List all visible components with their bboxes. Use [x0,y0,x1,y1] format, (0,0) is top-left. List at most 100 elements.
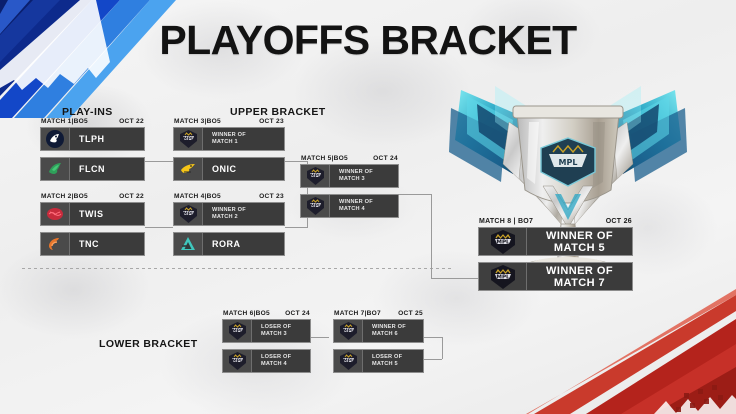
corner-decoration-topleft [0,0,190,120]
match-slot[interactable]: MPL LOSER OF MATCH 5 [333,349,424,373]
page-title: PLAYOFFS BRACKET [159,17,577,63]
mpl-crest-logo: MPL [301,165,330,187]
team-placeholder: WINNER OF MATCH 1 [212,132,246,145]
team-tlph-logo [41,128,70,150]
match-group-match-8: MATCH 8 | BO7 OCT 26 MPL WINNER OF MATCH… [478,218,633,297]
team-flcn-logo [41,158,70,180]
mpl-crest-logo: MPL [223,320,252,342]
mpl-crest-logo: MPL [174,203,203,225]
bracket-divider [22,268,452,269]
connector-final-v [431,194,432,278]
svg-text:MPL: MPL [232,328,243,334]
match-slot[interactable]: MPL WINNER OF MATCH 6 [333,319,424,343]
connector-m5-out [399,194,431,195]
match-slot[interactable]: TLPH [40,127,145,151]
svg-text:MPL: MPL [496,274,510,280]
team-name: FLCN [79,164,105,174]
connector-m7-v [442,337,443,359]
team-tnc-logo [41,233,70,255]
match-date: OCT 23 [259,193,284,200]
match-date: OCT 23 [259,118,284,125]
team-placeholder: LOSER OF MATCH 5 [372,354,403,367]
connector-m2-out [145,227,173,228]
match-date: OCT 22 [119,118,144,125]
connector-m6-out [311,337,329,338]
mpl-crest-logo: MPL [174,128,203,150]
match-slot[interactable]: RORA [173,232,285,256]
match-slot[interactable]: TWIS [40,202,145,226]
match-group-match-5: MATCH 5|BO5 OCT 24 MPL WINNER OF MATCH 3… [300,155,399,224]
mpl-crest-logo: MPL [479,263,527,290]
team-placeholder: WINNER OF MATCH 6 [372,324,406,337]
team-placeholder: WINNER OF MATCH 3 [339,169,373,182]
match-header: MATCH 5|BO5 OCT 24 [300,155,399,162]
match-slot[interactable]: TNC [40,232,145,256]
team-twis-logo [41,203,70,225]
match-slot[interactable]: ONIC [173,157,285,181]
connector-to-m8 [431,278,478,279]
team-name: TLPH [79,134,105,144]
match-label: MATCH 4|BO5 [174,193,221,200]
mpl-crest-logo: MPL [334,350,363,372]
match-header: MATCH 4|BO5 OCT 23 [173,193,285,200]
mpl-crest-logo: MPL [223,350,252,372]
svg-text:MPL: MPL [232,358,243,364]
svg-text:MPL: MPL [310,203,321,209]
match-group-match-1: MATCH 1|BO5 OCT 22 TLPH FLCN [40,118,145,187]
match-label: MATCH 3|BO5 [174,118,221,125]
section-label-play-ins: PLAY-INS [62,106,113,118]
connector-m3-out [285,161,307,162]
match-slot[interactable]: MPL WINNER OF MATCH 7 [478,262,633,291]
match-group-match-6: MATCH 6|BO5 OCT 24 MPL LOSER OF MATCH 3 … [222,310,311,379]
match-date: OCT 24 [373,155,398,162]
team-placeholder: WINNER OF MATCH 7 [546,264,613,289]
mpl-crest-logo: MPL [479,228,527,255]
mpl-crest-logo: MPL [301,195,330,217]
match-slot[interactable]: MPL LOSER OF MATCH 3 [222,319,311,343]
svg-text:MPL: MPL [183,211,194,217]
connector-m1-out [145,161,173,162]
match-label: MATCH 2|BO5 [41,193,88,200]
match-date: OCT 26 [605,218,632,225]
match-label: MATCH 5|BO5 [301,155,348,162]
svg-text:MPL: MPL [183,136,194,142]
match-slot[interactable]: MPL WINNER OF MATCH 5 [478,227,633,256]
team-placeholder: LOSER OF MATCH 3 [261,324,292,337]
match-header: MATCH 8 | BO7 OCT 26 [478,218,633,225]
match-date: OCT 22 [119,193,144,200]
svg-text:MPL: MPL [310,173,321,179]
match-header: MATCH 6|BO5 OCT 24 [222,310,311,317]
match-group-match-3: MATCH 3|BO5 OCT 23 MPL WINNER OF MATCH 1… [173,118,285,187]
corner-decoration-bottomright [526,289,736,414]
match-group-match-7: MATCH 7|BO7 OCT 25 MPL WINNER OF MATCH 6… [333,310,424,379]
match-header: MATCH 7|BO7 OCT 25 [333,310,424,317]
match-label: MATCH 7|BO7 [334,310,381,317]
match-slot[interactable]: MPL WINNER OF MATCH 2 [173,202,285,226]
match-label: MATCH 8 | BO7 [479,218,534,225]
team-name: TWIS [79,209,104,219]
mpl-crest-logo: MPL [334,320,363,342]
blue-stripes-graphic [0,0,176,118]
match-slot[interactable]: MPL WINNER OF MATCH 4 [300,194,399,218]
connector-m4-out [285,227,307,228]
match-slot[interactable]: MPL WINNER OF MATCH 3 [300,164,399,188]
match-header: MATCH 1|BO5 OCT 22 [40,118,145,125]
match-header: MATCH 3|BO5 OCT 23 [173,118,285,125]
svg-text:MPL: MPL [496,239,510,245]
team-placeholder: WINNER OF MATCH 5 [546,229,613,254]
red-stripes-graphic [526,289,736,414]
svg-text:MPL: MPL [343,358,354,364]
match-slot[interactable]: FLCN [40,157,145,181]
match-slot[interactable]: MPL WINNER OF MATCH 1 [173,127,285,151]
team-placeholder: LOSER OF MATCH 4 [261,354,292,367]
svg-text:MPL: MPL [559,158,578,167]
team-name: TNC [79,239,99,249]
connector-m7-out [424,337,442,338]
mpl-championship-trophy: MPL CHAMPION [443,78,693,303]
match-slot[interactable]: MPL LOSER OF MATCH 4 [222,349,311,373]
section-label-lower-bracket: LOWER BRACKET [99,338,198,350]
team-onic-logo [174,158,203,180]
svg-text:MPL: MPL [343,328,354,334]
match-label: MATCH 1|BO5 [41,118,88,125]
section-label-upper-bracket: UPPER BRACKET [230,106,326,118]
